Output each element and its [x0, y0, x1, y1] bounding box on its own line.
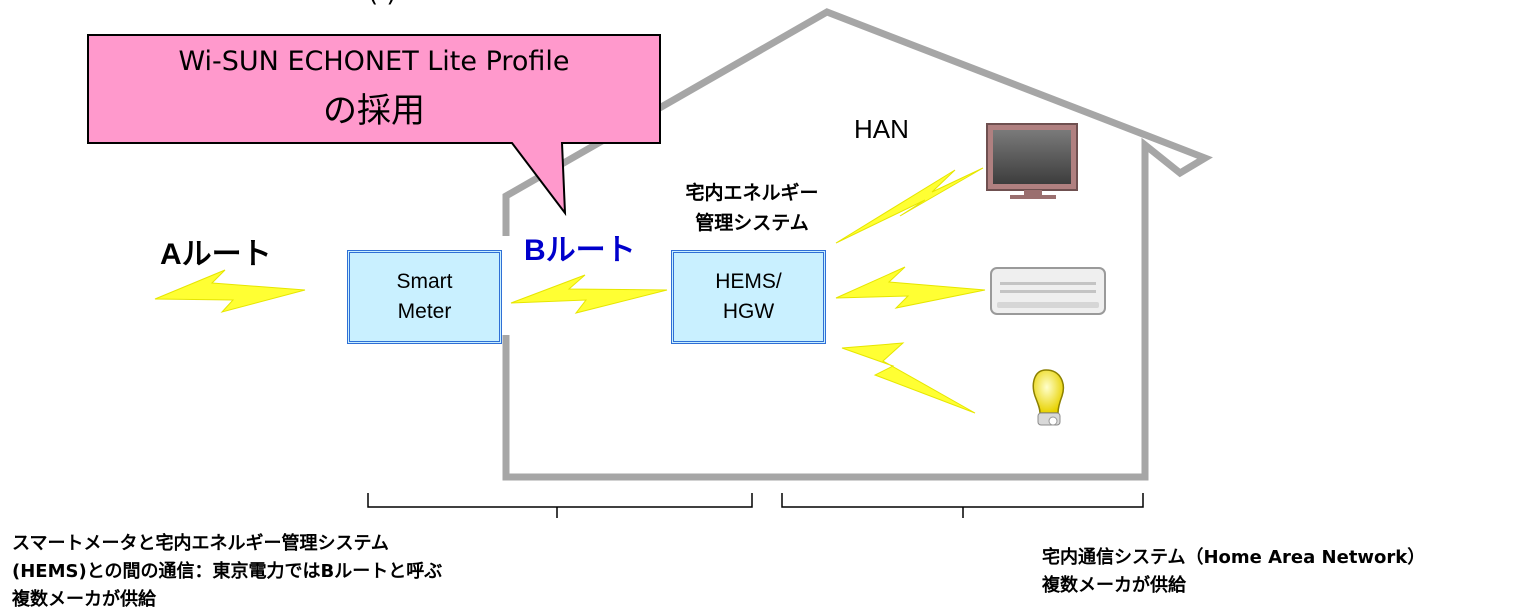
b-route-label: Bルート — [524, 234, 636, 267]
hems-box-line-1: HEMS/ — [715, 270, 782, 293]
air-conditioner-icon — [990, 267, 1106, 315]
smart-meter-box: Smart Meter — [347, 250, 502, 344]
hems-title-line-1: 宅内エネルギー — [685, 182, 819, 204]
hems-title-line-2: 管理システム — [695, 212, 809, 234]
caption-right-line-2: 複数メーカが供給 — [1042, 575, 1186, 596]
smart-meter-line-2: Meter — [397, 300, 452, 323]
a-route-label: Aルート — [160, 238, 272, 271]
lightning-b-route-icon — [510, 274, 668, 314]
light-bulb-icon — [1032, 369, 1065, 426]
caption-right-line-1: 宅内通信システム（Home Area Network） — [1042, 547, 1426, 568]
lightning-tv-icon — [835, 167, 984, 244]
caption-left-line-2: (HEMS)との間の通信：東京電力ではBルートと呼ぶ — [12, 561, 443, 582]
caption-left-line-1: スマートメータと宅内エネルギー管理システム — [12, 533, 389, 554]
callout-line-2: の採用 — [323, 91, 425, 131]
hems-hgw-box: HEMS/ HGW — [671, 250, 826, 344]
callout-bubble — [87, 34, 661, 217]
bracket-right — [781, 493, 1144, 518]
bracket-left — [367, 493, 753, 518]
callout-line-1: Wi-SUN ECHONET Lite Profile — [178, 46, 569, 77]
hems-title: 宅内エネルギー 管理システム — [662, 178, 842, 238]
smart-meter-line-1: Smart — [396, 270, 453, 293]
caption-left-line-3: 複数メーカが供給 — [12, 589, 156, 610]
caption-right: 宅内通信システム（Home Area Network） 複数メーカが供給 — [1042, 544, 1425, 600]
hems-box-line-2: HGW — [722, 300, 775, 323]
lightning-a-route-icon — [154, 269, 306, 313]
tv-icon — [986, 123, 1078, 199]
han-label: HAN — [854, 114, 909, 144]
lightning-light-icon — [841, 342, 976, 414]
caption-left: スマートメータと宅内エネルギー管理システム (HEMS)との間の通信：東京電力で… — [12, 530, 442, 614]
top-cut-text: ( ) — [368, 0, 397, 8]
lightning-ac-icon — [835, 266, 986, 309]
